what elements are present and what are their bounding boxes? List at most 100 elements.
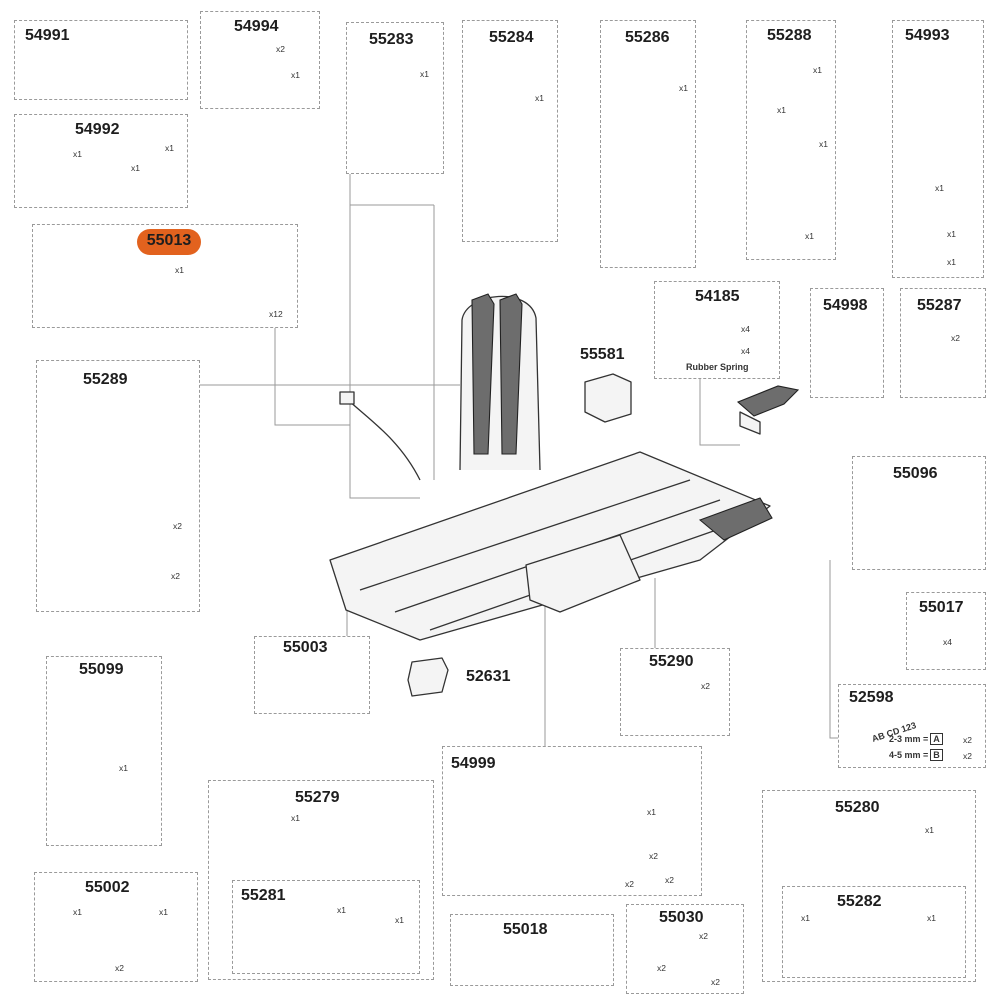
size-b-text: 4-5 mm = (889, 750, 929, 760)
part-box-55289[interactable]: 55289 x2 x2 (36, 360, 200, 612)
part-box-52598[interactable]: 52598 AB CD 123 2-3 mm =A x2 4-5 mm =B x… (838, 684, 986, 768)
quantity: x4 (741, 324, 750, 334)
quantity: x1 (819, 139, 828, 149)
quantity: x2 (963, 751, 972, 761)
part-box-55282[interactable]: 55282 x1 x1 (782, 886, 966, 978)
part-box-55096[interactable]: 55096 (852, 456, 986, 570)
quantity: x2 (649, 851, 658, 861)
size-a-label: 2-3 mm =A (889, 733, 943, 745)
part-box-54991[interactable]: 54991 (14, 20, 188, 100)
part-number-55581[interactable]: 55581 (580, 346, 625, 363)
quantity: x1 (131, 163, 140, 173)
part-number: 55030 (659, 909, 704, 926)
quantity: x1 (927, 913, 936, 923)
size-a-text: 2-3 mm = (889, 734, 929, 744)
quantity: x2 (171, 571, 180, 581)
part-number: 55283 (369, 31, 414, 48)
quantity: x1 (805, 231, 814, 241)
quantity: x1 (777, 105, 786, 115)
part-box-55284[interactable]: 55284 x1 (462, 20, 558, 242)
part-number: 55284 (489, 29, 534, 46)
part-number: 54994 (234, 18, 279, 35)
quantity: x1 (73, 149, 82, 159)
part-number: 54991 (25, 27, 70, 44)
part-box-55017[interactable]: 55017 x4 (906, 592, 986, 670)
part-box-54994[interactable]: 54994 x2 x1 (200, 11, 320, 109)
quantity: x2 (701, 681, 710, 691)
quantity: x2 (173, 521, 182, 531)
quantity: x2 (115, 963, 124, 973)
part-number: 55099 (79, 661, 124, 678)
part-number: 55279 (295, 789, 340, 806)
part-number: 55287 (917, 297, 962, 314)
part-box-55002[interactable]: 55002 x1 x1 x2 (34, 872, 198, 982)
part-55581-drawing (584, 373, 632, 423)
part-box-55283[interactable]: 55283 x1 (346, 22, 444, 174)
part-box-55290[interactable]: 55290 x2 (620, 648, 730, 736)
highlighted-part-55013[interactable]: 55013 (137, 229, 201, 255)
quantity: x12 (269, 309, 283, 319)
part-box-55030[interactable]: 55030 x2 x2 x2 (626, 904, 744, 994)
part-number: 55281 (241, 887, 286, 904)
leader-55283 (349, 172, 420, 499)
quantity: x1 (119, 763, 128, 773)
part-box-55286[interactable]: 55286 x1 (600, 20, 696, 268)
quantity: x1 (947, 229, 956, 239)
quantity: x2 (657, 963, 666, 973)
rubber-spring-label: Rubber Spring (686, 362, 749, 372)
quantity: x1 (291, 813, 300, 823)
quantity: x1 (925, 825, 934, 835)
badge-a: A (930, 733, 943, 745)
part-box-55288[interactable]: 55288 x1 x1 x1 x1 (746, 20, 836, 260)
quantity: x1 (813, 65, 822, 75)
quantity: x4 (741, 346, 750, 356)
part-box-55281[interactable]: 55281 x1 x1 (232, 880, 420, 974)
quantity: x2 (276, 44, 285, 54)
quantity: x1 (165, 143, 174, 153)
quantity: x1 (159, 907, 168, 917)
part-number: 54993 (905, 27, 950, 44)
quantity: x1 (947, 257, 956, 267)
part-box-54185[interactable]: 54185 x4 x4 (654, 281, 780, 379)
quantity: x1 (420, 69, 429, 79)
part-box-54998[interactable]: 54998 (810, 288, 884, 398)
part-52631-drawing (407, 657, 449, 697)
part-box-55099[interactable]: 55099 x1 (46, 656, 162, 846)
quantity: x2 (711, 977, 720, 987)
part-number: 55280 (835, 799, 880, 816)
part-number: 55288 (767, 27, 812, 44)
part-box-54992[interactable]: 54992 x1 x1 x1 (14, 114, 188, 208)
part-box-55003[interactable]: 55003 (254, 636, 370, 714)
part-number: 55013 (146, 232, 192, 249)
part-box-55018[interactable]: 55018 (450, 914, 614, 986)
part-number: 55002 (85, 879, 130, 896)
quantity: x2 (963, 735, 972, 745)
part-number-52631[interactable]: 52631 (466, 668, 511, 685)
quantity: x2 (665, 875, 674, 885)
part-box-55287[interactable]: 55287 x2 (900, 288, 986, 398)
quantity: x1 (801, 913, 810, 923)
leader-55013 (274, 328, 350, 426)
size-b-label: 4-5 mm =B (889, 749, 943, 761)
part-number: 54999 (451, 755, 496, 772)
quantity: x1 (535, 93, 544, 103)
part-box-54999[interactable]: 54999 x1 x2 x2 x2 (442, 746, 702, 896)
part-number: 55018 (503, 921, 548, 938)
part-number: 55017 (919, 599, 964, 616)
part-number: 52598 (849, 689, 894, 706)
leader-54992 (350, 204, 435, 480)
part-number: 54992 (75, 121, 120, 138)
quantity: x2 (699, 931, 708, 941)
quantity: x1 (337, 905, 346, 915)
quantity: x1 (647, 807, 656, 817)
quantity: x1 (395, 915, 404, 925)
quantity: x1 (679, 83, 688, 93)
quantity: x1 (175, 265, 184, 275)
part-number: 55282 (837, 893, 882, 910)
part-number: 55289 (83, 371, 128, 388)
quantity: x4 (943, 637, 952, 647)
quantity: x2 (951, 333, 960, 343)
part-number: 54185 (695, 288, 740, 305)
part-number: 55096 (893, 465, 938, 482)
part-box-54993[interactable]: 54993 x1 x1 x1 (892, 20, 984, 278)
